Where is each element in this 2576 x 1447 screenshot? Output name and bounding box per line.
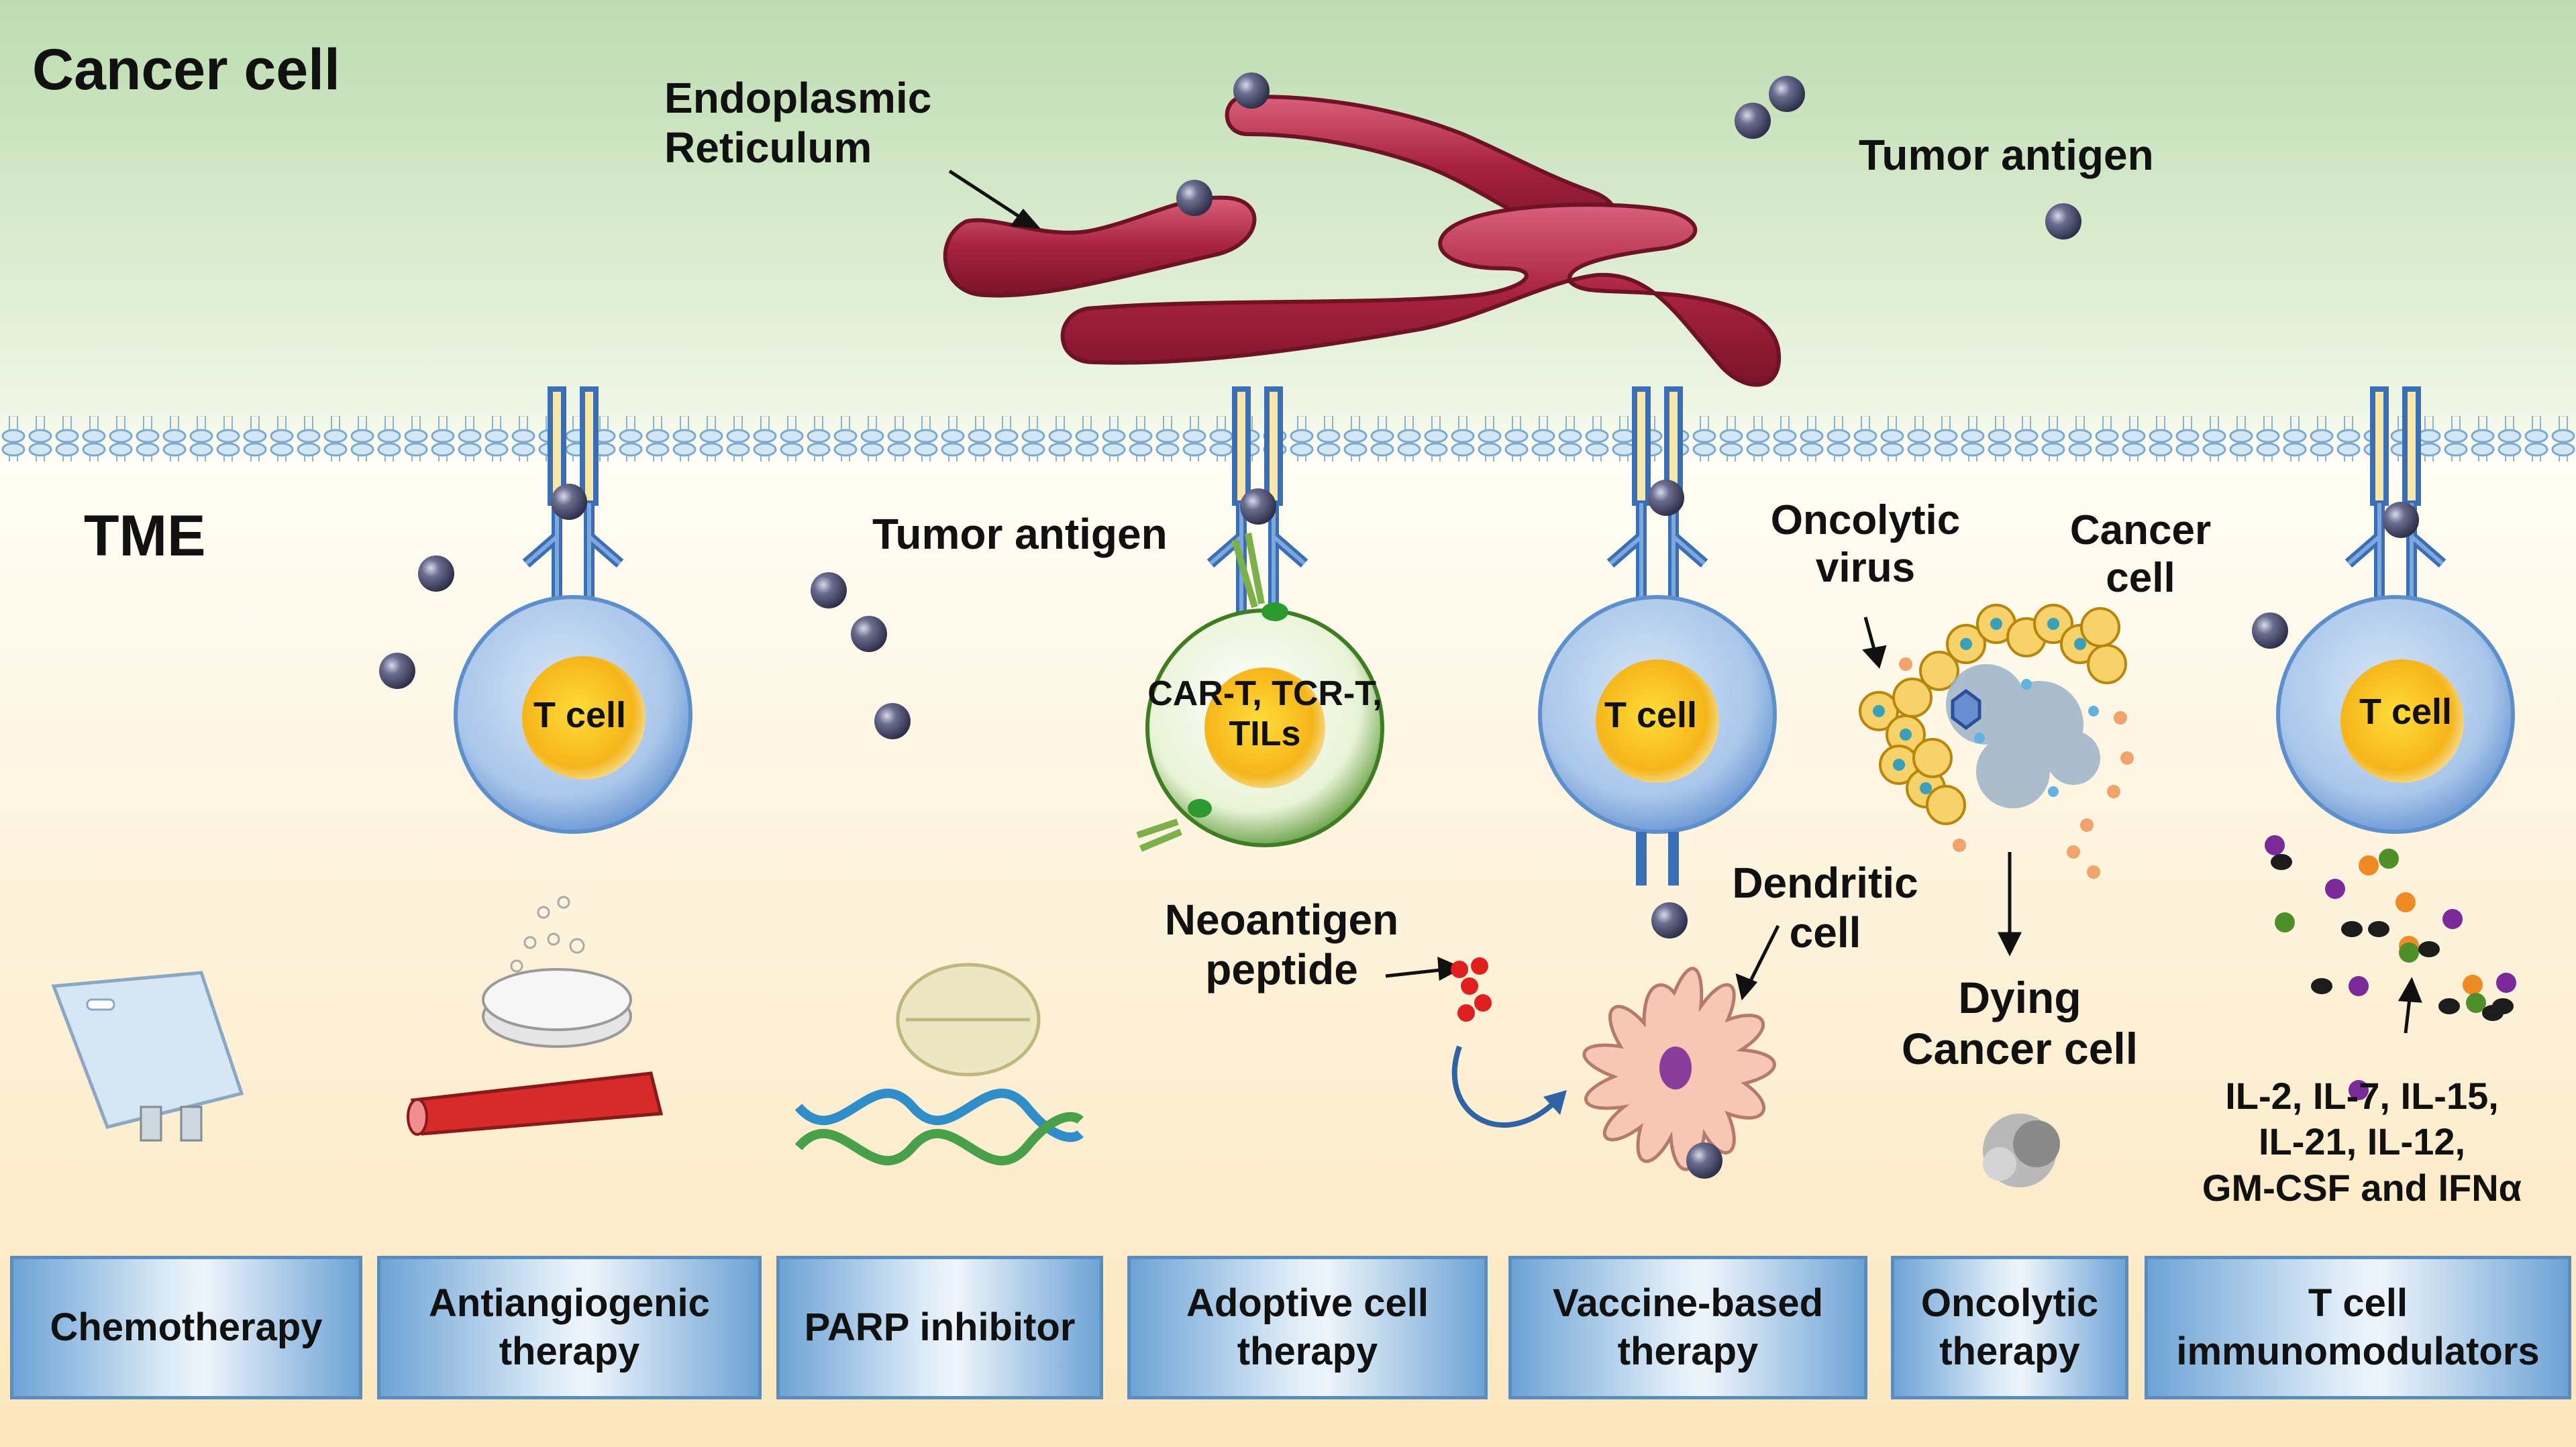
neoantigen-peptide xyxy=(1451,957,1492,1022)
dying-cancer-cell xyxy=(1983,1114,2060,1187)
t-cell-label-1: T cell xyxy=(533,695,627,735)
annotation-arrows xyxy=(948,169,2422,1034)
pill-icon xyxy=(896,963,1041,1077)
tme-region-label: TME xyxy=(84,504,206,568)
t-cell-1 xyxy=(454,595,692,834)
neoantigen-peptide-label: Neoantigen peptide xyxy=(1164,896,1399,994)
therapy-chemotherapy: Chemotherapy xyxy=(10,1256,362,1399)
t-cell-2 xyxy=(1538,595,1777,886)
uptake-arrow xyxy=(1451,1045,1559,1128)
endoplasmic-reticulum xyxy=(943,95,1782,387)
tumor-antigen-top-label: Tumor antigen xyxy=(1859,131,2154,179)
cell-membrane xyxy=(0,416,2576,462)
car-t-label: CAR-T, TCR-T, TILs xyxy=(1147,674,1382,753)
cancer-cell-region-label: Cancer cell xyxy=(32,38,340,102)
therapy-adoptive-cell: Adoptive cell therapy xyxy=(1127,1256,1488,1399)
endoplasmic-reticulum-label: Endoplasmic Reticulum xyxy=(664,74,932,172)
cancer-cell-cluster-label: Cancer cell xyxy=(2069,507,2212,602)
therapy-t-cell-immunomodulators: T cell immunomodulators xyxy=(2145,1256,2571,1399)
cytokines-label: IL-2, IL-7, IL-15, IL-21, IL-12, GM-CSF … xyxy=(2202,1075,2522,1209)
oncolytic-virus-label: Oncolytic virus xyxy=(1770,497,1961,592)
iv-bag-icon xyxy=(51,971,244,1142)
t-cell-3 xyxy=(2276,595,2515,834)
therapy-parp-inhibitor: PARP inhibitor xyxy=(776,1256,1103,1399)
dna-icon xyxy=(794,1088,1084,1166)
tumor-antigen-mid-label: Tumor antigen xyxy=(872,510,1168,558)
tablet-icon xyxy=(482,896,632,1048)
dendritic-cell-label: Dendritic cell xyxy=(1732,859,1918,957)
therapy-oncolytic: Oncolytic therapy xyxy=(1891,1256,2128,1399)
t-cell-label-2: T cell xyxy=(1604,695,1698,735)
cytokines xyxy=(2265,835,2516,1100)
blood-vessel-icon xyxy=(407,1071,664,1136)
therapy-vaccine-based: Vaccine-based therapy xyxy=(1508,1256,1867,1399)
car-t-cell xyxy=(1136,533,1384,852)
dying-cancer-cell-label: Dying Cancer cell xyxy=(1901,973,2139,1073)
cancer-cell-cluster xyxy=(1859,604,2134,879)
t-cell-label-3: T cell xyxy=(2359,692,2453,732)
therapy-antiangiogenic: Antiangiogenic therapy xyxy=(377,1256,762,1399)
